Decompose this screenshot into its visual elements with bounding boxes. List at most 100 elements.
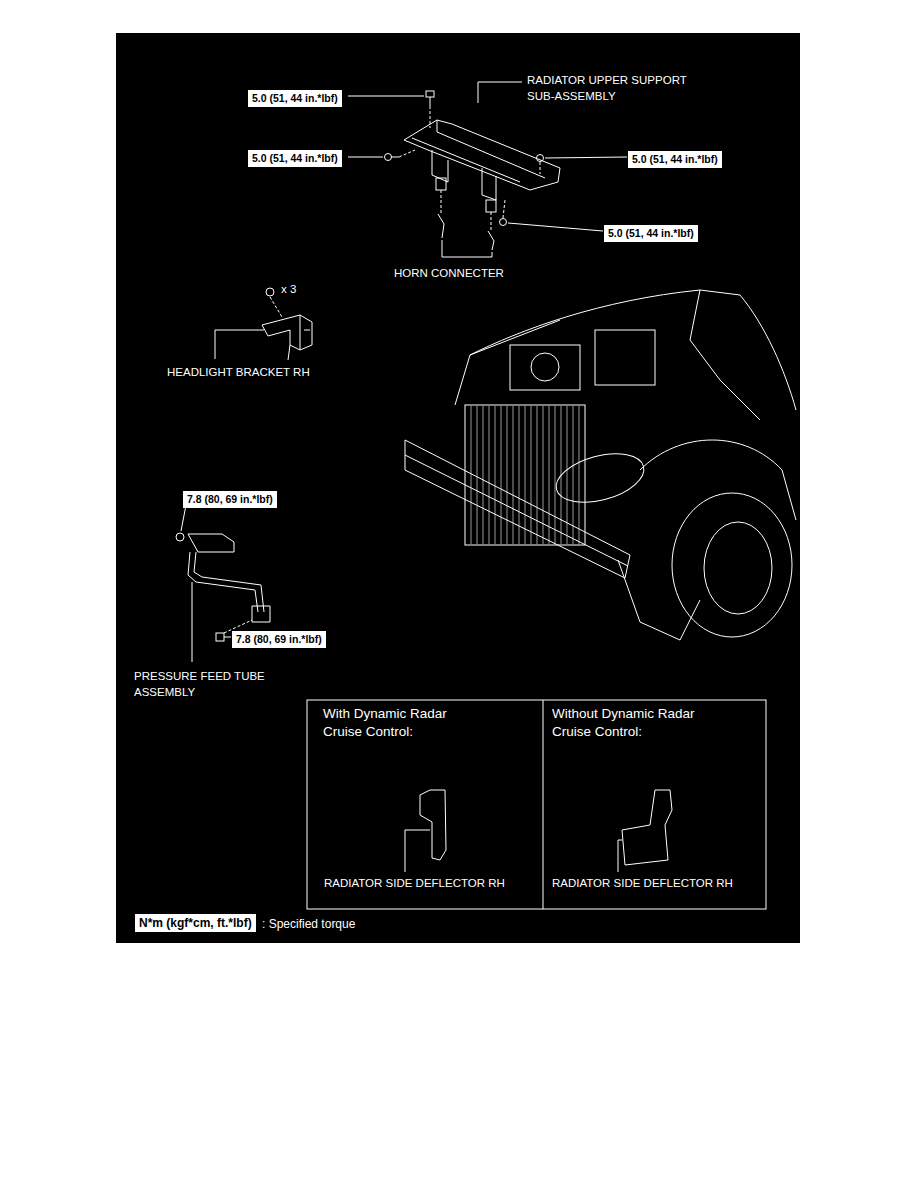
leader-line	[405, 830, 430, 872]
engine-part	[531, 353, 559, 381]
engine-part	[595, 330, 655, 385]
torque-value: 5.0 (51, 44 in.*lbf)	[252, 91, 338, 106]
radiator-fin	[561, 406, 562, 544]
radiator-fin	[507, 406, 508, 544]
engine-part	[510, 345, 580, 390]
part-name: HORN CONNECTER	[394, 266, 504, 282]
quantity: x 3	[281, 282, 296, 298]
radiator-fin	[543, 406, 544, 544]
torque-value: 5.0 (51, 44 in.*lbf)	[608, 226, 694, 241]
pressure-feed-tube	[188, 552, 258, 612]
panel-background	[116, 33, 800, 943]
leader-line	[192, 582, 193, 662]
radiator-fin	[579, 406, 580, 544]
torque-box: 5.0 (51, 44 in.*lbf)	[248, 90, 342, 107]
table-heading: Without Dynamic Radar Cruise Control:	[552, 705, 707, 741]
part-name: RADIATOR SIDE DEFLECTOR RH	[552, 876, 733, 892]
install-line	[491, 212, 492, 230]
install-line	[399, 150, 415, 157]
fender-liner	[618, 560, 700, 640]
install-line	[270, 297, 282, 317]
radiator-fin	[471, 406, 472, 544]
torque-box: 5.0 (51, 44 in.*lbf)	[628, 151, 722, 168]
leader-line	[215, 330, 264, 359]
nut	[266, 288, 274, 296]
leader-line	[348, 96, 424, 97]
fender	[640, 440, 796, 520]
radiator-fin	[567, 406, 568, 544]
torque-value: 7.8 (80, 69 in.*lbf)	[236, 632, 322, 647]
support-bracket	[482, 168, 496, 200]
horn-connector	[436, 178, 446, 190]
radiator-fin	[573, 406, 574, 544]
headlamp	[551, 445, 649, 511]
bumper-reinforcement	[405, 440, 630, 578]
leader-line	[545, 157, 627, 158]
leader-line	[508, 223, 603, 231]
radiator-fin	[549, 406, 550, 544]
leader-line	[442, 240, 492, 257]
install-line	[430, 106, 431, 128]
torque-box: 7.8 (80, 69 in.*lbf)	[232, 631, 326, 648]
tube-bracket	[252, 606, 270, 622]
legend-text: : Specified torque	[262, 916, 355, 932]
radiator-fin	[483, 406, 484, 544]
variant-table	[307, 700, 766, 909]
tube-bracket	[188, 534, 234, 552]
install-line	[503, 200, 505, 218]
bolt	[537, 155, 544, 162]
wheel	[672, 493, 792, 637]
bolt	[216, 633, 224, 641]
bolt	[500, 219, 507, 226]
bolt	[426, 91, 434, 97]
support-bracket	[432, 150, 448, 182]
support-detail	[412, 120, 545, 182]
radiator-fin	[537, 406, 538, 544]
radiator-fin	[513, 406, 514, 544]
radiator-fin	[489, 406, 490, 544]
leader-line	[618, 840, 622, 872]
body-line	[455, 290, 760, 420]
table-heading: With Dynamic Radar Cruise Control:	[323, 705, 478, 741]
bolt	[176, 533, 184, 541]
wheel-rim	[704, 522, 772, 614]
connector-terminal	[488, 231, 494, 250]
torque-value: 5.0 (51, 44 in.*lbf)	[632, 152, 718, 167]
leader-line	[224, 637, 231, 638]
radiator-side-deflector	[622, 790, 672, 865]
torque-box: N*m (kgf*cm, ft.*lbf)	[135, 914, 256, 932]
part-name: PRESSURE FEED TUBE ASSEMBLY	[134, 669, 284, 700]
torque-value: N*m (kgf*cm, ft.*lbf)	[139, 915, 252, 931]
headlight-bracket	[262, 315, 312, 350]
headlight-bracket	[288, 315, 310, 360]
variant-table-divider	[543, 700, 544, 909]
radiator-fin	[531, 406, 532, 544]
radiator-fin	[501, 406, 502, 544]
part-name: HEADLIGHT BRACKET RH	[167, 365, 310, 381]
install-line	[540, 162, 541, 174]
pressure-feed-tube	[194, 552, 264, 612]
hood	[470, 290, 796, 410]
radiator-fin	[495, 406, 496, 544]
bumper-detail	[405, 455, 628, 566]
leader-line	[478, 82, 522, 103]
torque-box: 7.8 (80, 69 in.*lbf)	[183, 491, 277, 508]
leader-line	[181, 505, 186, 531]
part-name: RADIATOR UPPER SUPPORT SUB-ASSEMBLY	[527, 73, 707, 104]
torque-box: 5.0 (51, 44 in.*lbf)	[248, 150, 342, 167]
connector-terminal	[438, 214, 444, 238]
radiator-fin	[555, 406, 556, 544]
install-line	[441, 190, 442, 213]
bolt	[385, 154, 392, 161]
leader-line	[348, 157, 383, 158]
horn-connector	[486, 200, 496, 212]
torque-value: 7.8 (80, 69 in.*lbf)	[187, 492, 273, 507]
radiator-fin	[477, 406, 478, 544]
radiator-side-deflector	[420, 790, 446, 860]
radiator-core	[465, 405, 585, 545]
radiator-fin	[519, 406, 520, 544]
bolt-shank	[391, 157, 399, 158]
radiator-fin	[525, 406, 526, 544]
